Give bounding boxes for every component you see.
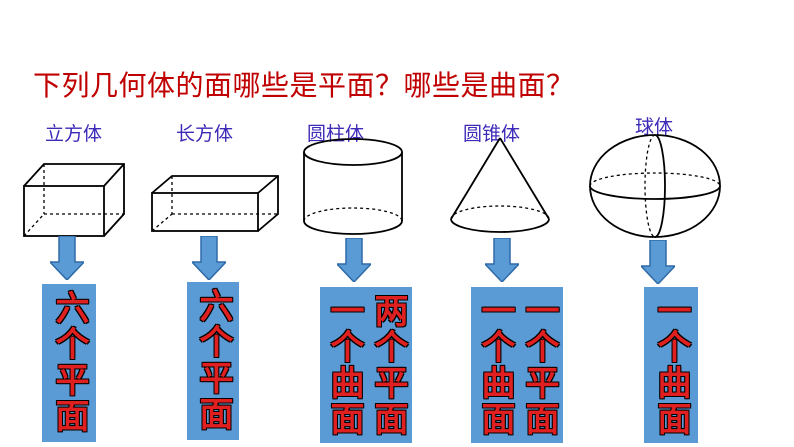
cuboid-figure xyxy=(151,175,279,232)
cylinder-figure xyxy=(303,138,403,235)
sphere-figure xyxy=(589,134,721,238)
question-title: 下列几何体的面哪些是平面？哪些是曲面？ xyxy=(33,69,575,102)
answer-text: 六个平面 xyxy=(193,288,233,432)
cone-figure xyxy=(450,137,550,233)
answer-box-sphere: 一个曲面 xyxy=(644,287,698,443)
down-arrow-icon xyxy=(485,238,519,282)
down-arrow-icon xyxy=(337,238,371,282)
answer-box-cuboid: 六个平面 xyxy=(187,282,239,440)
cube-figure xyxy=(23,163,125,237)
label-cuboid: 长方体 xyxy=(176,123,234,145)
answer-text: 一个曲面 xyxy=(475,293,515,437)
answer-text: 六个平面 xyxy=(49,290,89,434)
answer-box-cone: 一个平面 一个曲面 xyxy=(471,287,563,443)
answer-text: 一个曲面 xyxy=(324,293,364,437)
answer-box-cylinder: 两个平面 一个曲面 xyxy=(320,287,412,443)
answer-text: 一个曲面 xyxy=(651,293,691,437)
down-arrow-icon xyxy=(50,236,84,280)
down-arrow-icon xyxy=(192,236,226,280)
down-arrow-icon xyxy=(641,240,675,284)
answer-text: 两个平面 xyxy=(368,293,408,437)
label-cone: 圆锥体 xyxy=(463,123,521,145)
label-cube: 立方体 xyxy=(45,123,103,145)
answer-text: 一个平面 xyxy=(519,293,559,437)
label-sphere: 球体 xyxy=(635,116,674,138)
answer-box-cube: 六个平面 xyxy=(42,284,96,442)
